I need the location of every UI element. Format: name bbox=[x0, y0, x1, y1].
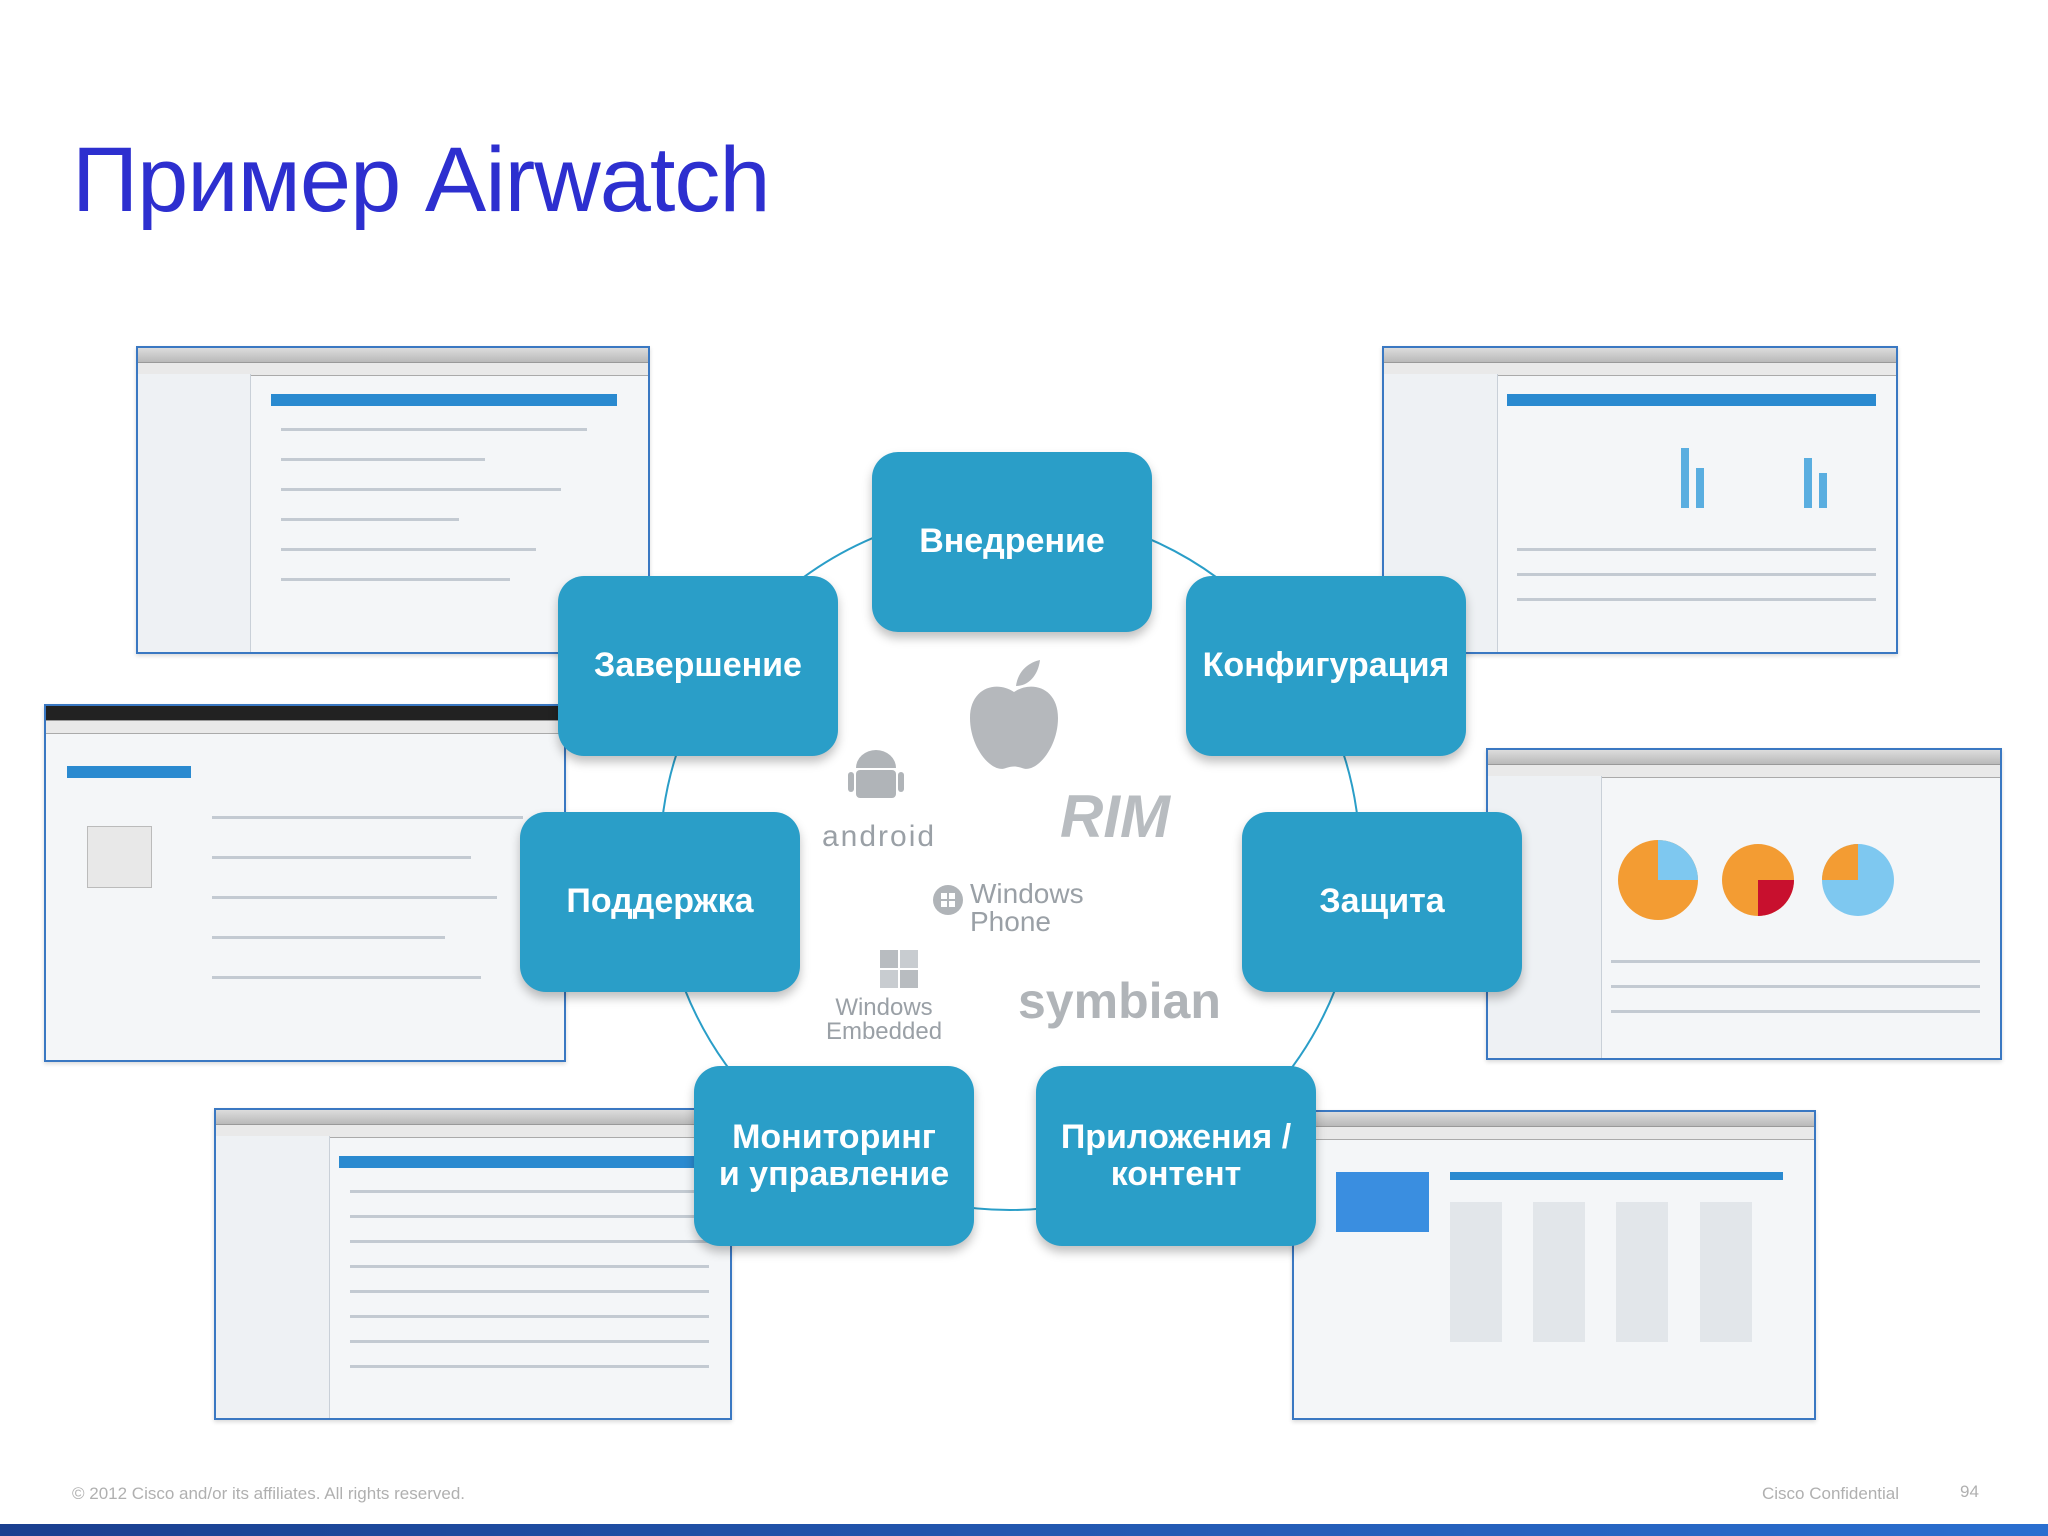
screenshot-ipad-device-details bbox=[44, 704, 566, 1062]
footer-copyright: © 2012 Cisco and/or its affiliates. All … bbox=[72, 1484, 466, 1503]
bottom-accent-bar bbox=[0, 1524, 2048, 1536]
symbian-label: symbian bbox=[1018, 973, 1221, 1029]
node-zavershenie: Завершение bbox=[558, 576, 838, 756]
node-podderzhka: Поддержка bbox=[520, 812, 800, 992]
screenshot-device-dashboard bbox=[136, 346, 650, 654]
node-vnedrenie: Внедрение bbox=[872, 452, 1152, 632]
node-zashchita: Защита bbox=[1242, 812, 1522, 992]
screenshot-device-compliance bbox=[1486, 748, 2002, 1060]
screenshot-app-catalog bbox=[1292, 1110, 1816, 1420]
windows-embedded-icon bbox=[880, 950, 918, 988]
android-label: android bbox=[822, 820, 937, 853]
node-prilozheniya: Приложения / контент bbox=[1036, 1066, 1316, 1246]
footer-confidential: Cisco Confidential bbox=[1762, 1484, 1900, 1503]
android-icon bbox=[848, 750, 904, 798]
node-konfiguratsiya: Конфигурация bbox=[1186, 576, 1466, 756]
apple-logo-icon bbox=[970, 660, 1058, 769]
windows-phone-label: Windows Phone bbox=[970, 878, 1084, 937]
windows-embedded-label: Windows Embedded bbox=[825, 994, 943, 1045]
rim-label: RIM bbox=[1060, 783, 1170, 850]
page-number: 94 bbox=[1960, 1482, 1979, 1501]
slide-title: Пример Airwatch bbox=[72, 129, 771, 231]
node-monitoring: Мониторинг и управление bbox=[694, 1066, 974, 1246]
screenshot-reports bbox=[214, 1108, 732, 1420]
windows-phone-icon bbox=[933, 885, 963, 915]
